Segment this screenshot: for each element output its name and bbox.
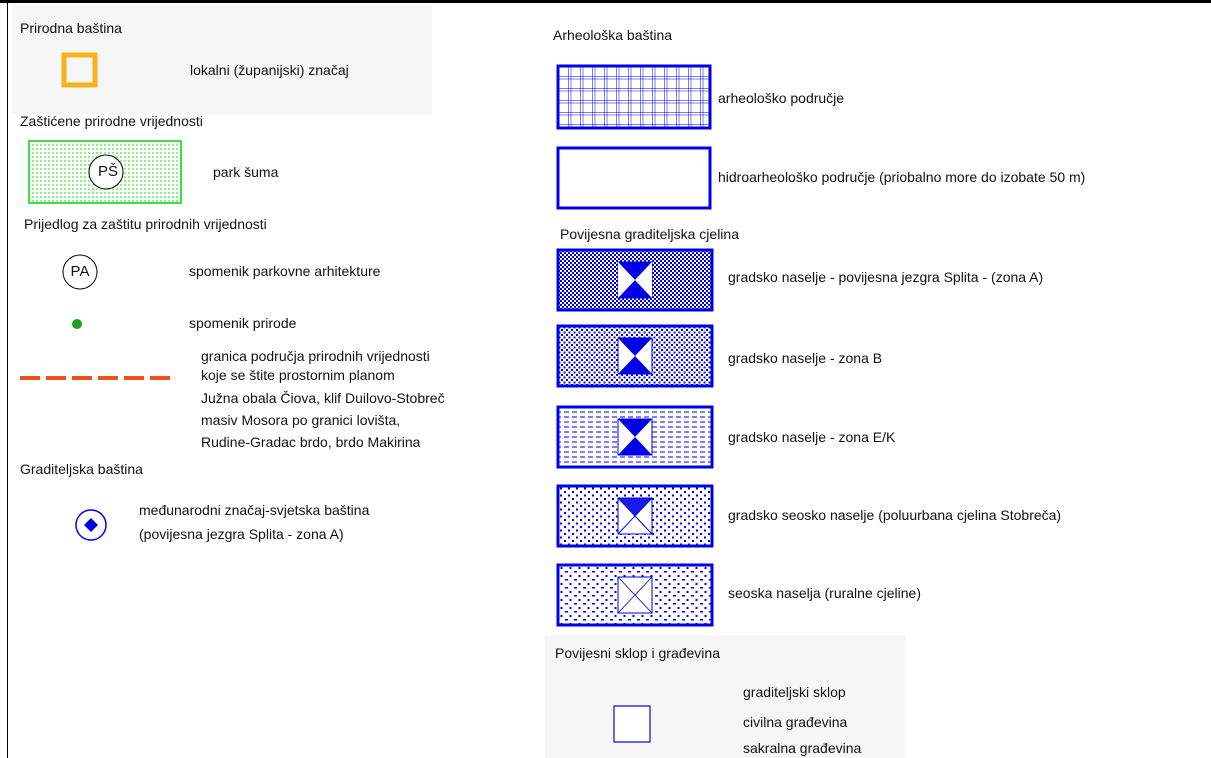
heading-graditeljska: Graditeljska baština (20, 461, 143, 477)
label-medunarodni-2: (povijesna jezgra Splita - zona A) (139, 526, 344, 542)
blue-square-symbol (613, 705, 653, 745)
pa-circle-symbol (61, 253, 99, 291)
label-granica-1: granica područja prirodnih vrijednosti (201, 348, 430, 364)
label-park-suma: park šuma (213, 164, 279, 180)
label-lokalni-znacaj: lokalni (županijski) značaj (190, 62, 349, 78)
label-gradsko-seosko: gradsko seosko naselje (poluurbana cjeli… (728, 507, 1062, 523)
label-arheolosko-podrucje: arheološko područje (718, 90, 845, 106)
gradsko-seosko-symbol (556, 484, 714, 548)
frame-left-border (7, 0, 8, 758)
label-hidroarheolosko: hidroarheološko područje (priobalno more… (718, 169, 1086, 185)
label-granica-4: masiv Mosora po granici lovišta, (201, 412, 401, 428)
zona-b-symbol (556, 324, 714, 388)
heading-povijesni-sklop: Povijesni sklop i građevina (555, 645, 720, 661)
label-seoska-naselja: seoska naselja (ruralne cjeline) (728, 585, 921, 601)
label-zona-a: gradsko naselje - povijesna jezgra Split… (728, 269, 1044, 285)
label-zona-ek: gradsko naselje - zona E/K (728, 429, 896, 445)
heading-prirodna-bastina: Prirodna baština (20, 20, 122, 36)
label-spomenik-parkovne: spomenik parkovne arhitekture (189, 263, 381, 279)
red-dashed-line-symbol (20, 375, 172, 381)
label-civilna-gradevina: civilna građevina (743, 714, 848, 730)
frame-top-border (0, 0, 1211, 3)
arheolosko-podrucje-symbol (556, 64, 712, 130)
label-granica-2: koje se štite prostornim planom (201, 367, 395, 383)
hidroarheolosko-symbol (556, 146, 712, 210)
label-sakralna-gradevina: sakralna građevina (743, 740, 862, 756)
label-medunarodni-1: međunarodni značaj-svjetska baština (139, 502, 370, 518)
label-granica-5: Rudine-Gradac brdo, brdo Makirina (201, 434, 421, 450)
bg-block (545, 635, 905, 758)
seoska-naselja-symbol (556, 563, 714, 627)
heading-povijesna-cjelina: Povijesna graditeljska cjelina (560, 226, 739, 242)
zona-a-symbol (556, 248, 714, 312)
heading-arheoloska: Arheološka baština (553, 27, 673, 43)
world-heritage-symbol (74, 508, 108, 542)
green-dot-symbol (71, 318, 83, 330)
park-suma-symbol (28, 140, 182, 204)
park-suma-symbol-text: PŠ (97, 163, 118, 180)
label-graditeljski-sklop: graditeljski sklop (743, 684, 846, 700)
bg-block (12, 4, 432, 114)
label-zona-b: gradsko naselje - zona B (728, 350, 883, 366)
orange-square-symbol (61, 52, 99, 88)
label-spomenik-prirode: spomenik prirode (189, 315, 297, 331)
pa-symbol-text: PA (70, 263, 90, 280)
zona-ek-symbol (556, 405, 714, 469)
label-granica-3: Južna obala Čiova, klif Duilovo-Stobreč (201, 390, 445, 406)
heading-zasticene: Zaštićene prirodne vrijednosti (20, 113, 203, 129)
heading-prijedlog: Prijedlog za zaštitu prirodnih vrijednos… (24, 216, 267, 232)
